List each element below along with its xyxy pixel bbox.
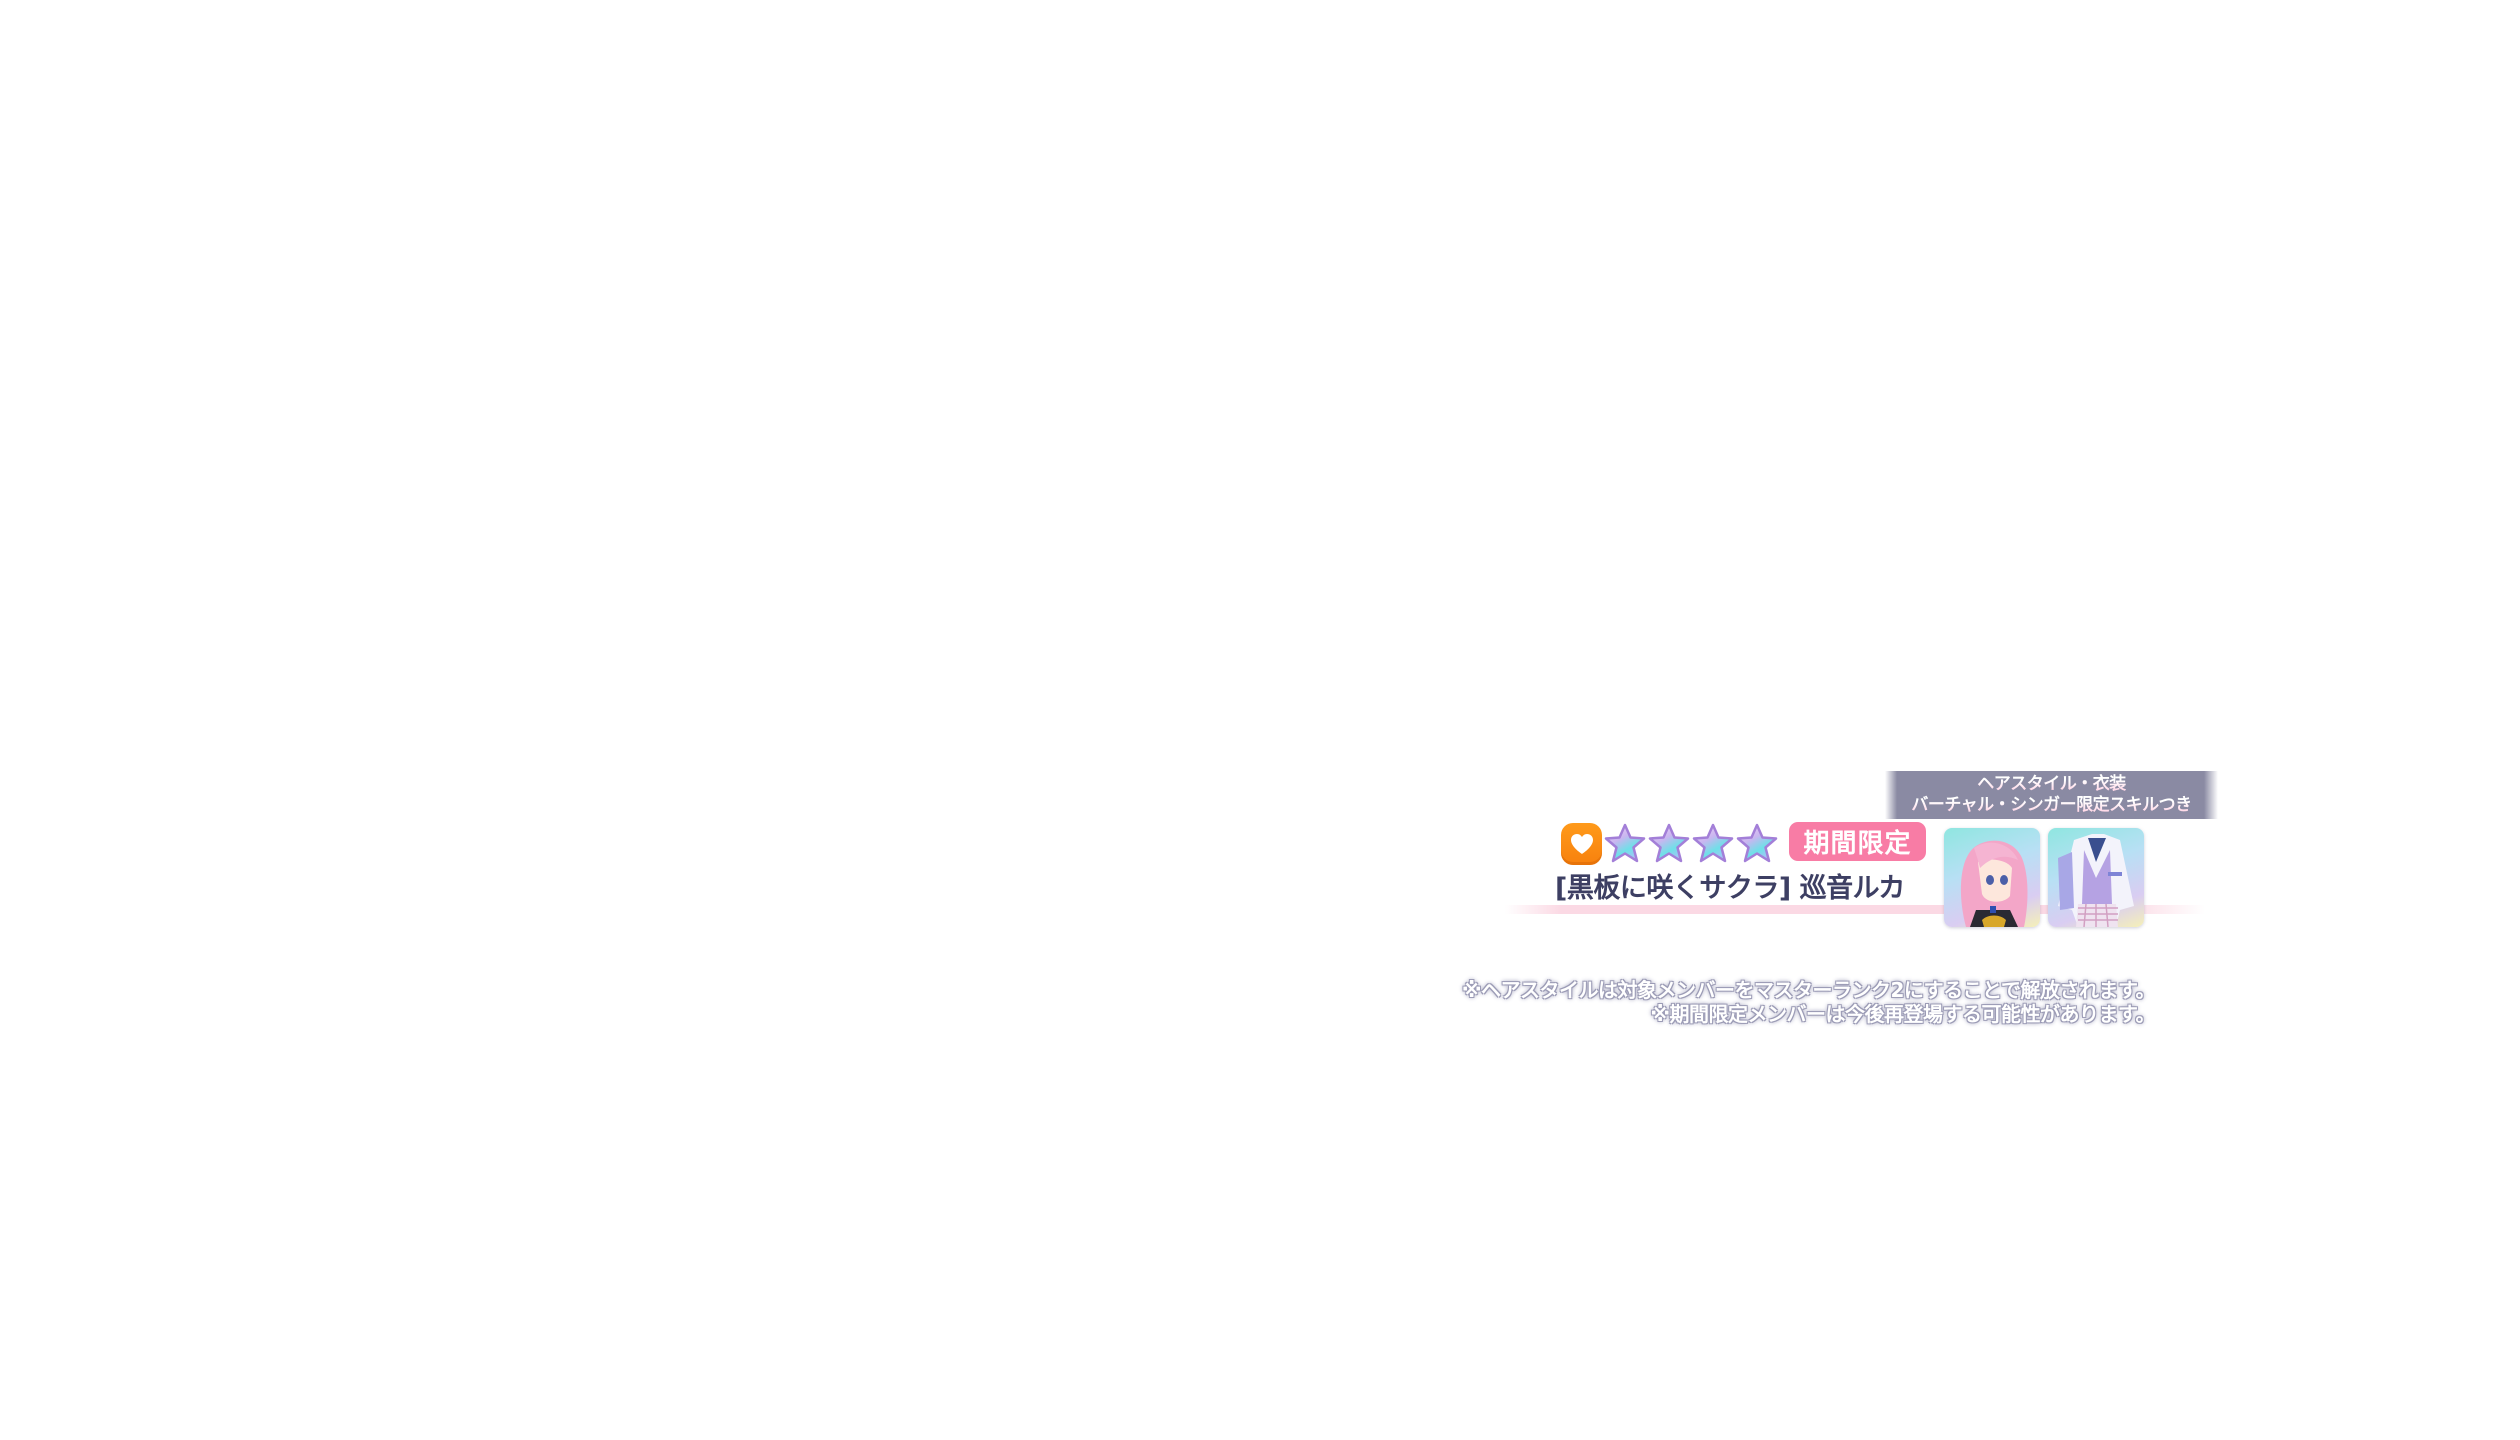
limited-time-badge: 期間限定 <box>1789 822 1926 861</box>
banner-line-2: バーチャル・シンガー限定スキルつき <box>1911 795 2192 815</box>
star-icon <box>1736 823 1778 863</box>
footnote-hairstyle: ※ヘアスタイルは対象メンバーをマスターランク2にすることで解放されます。 <box>1462 978 2155 1002</box>
star-icon <box>1604 823 1646 863</box>
hairstyle-thumbnail[interactable] <box>1944 828 2040 927</box>
card-name: [黒板に咲くサクラ] 巡音ルカ <box>1555 873 1905 904</box>
star-icon <box>1648 823 1690 863</box>
costume-outfit-icon <box>2058 834 2134 927</box>
footnotes: ※ヘアスタイルは対象メンバーをマスターランク2にすることで解放されます。 ※期間… <box>1462 978 2155 1026</box>
costume-thumbnail[interactable] <box>2048 828 2144 927</box>
feature-banner: ヘアスタイル・衣装 バーチャル・シンガー限定スキルつき <box>1885 771 2218 819</box>
rarity-stars <box>1603 822 1779 866</box>
accent-divider <box>1505 905 2205 914</box>
character-portrait-icon <box>1960 840 2028 927</box>
heart-icon <box>1570 834 1593 854</box>
star-icon <box>1692 823 1734 863</box>
banner-line-1: ヘアスタイル・衣装 <box>1977 774 2126 794</box>
attribute-heart-icon <box>1561 823 1602 865</box>
footnote-limited: ※期間限定メンバーは今後再登場する可能性があります。 <box>1650 1002 2156 1026</box>
